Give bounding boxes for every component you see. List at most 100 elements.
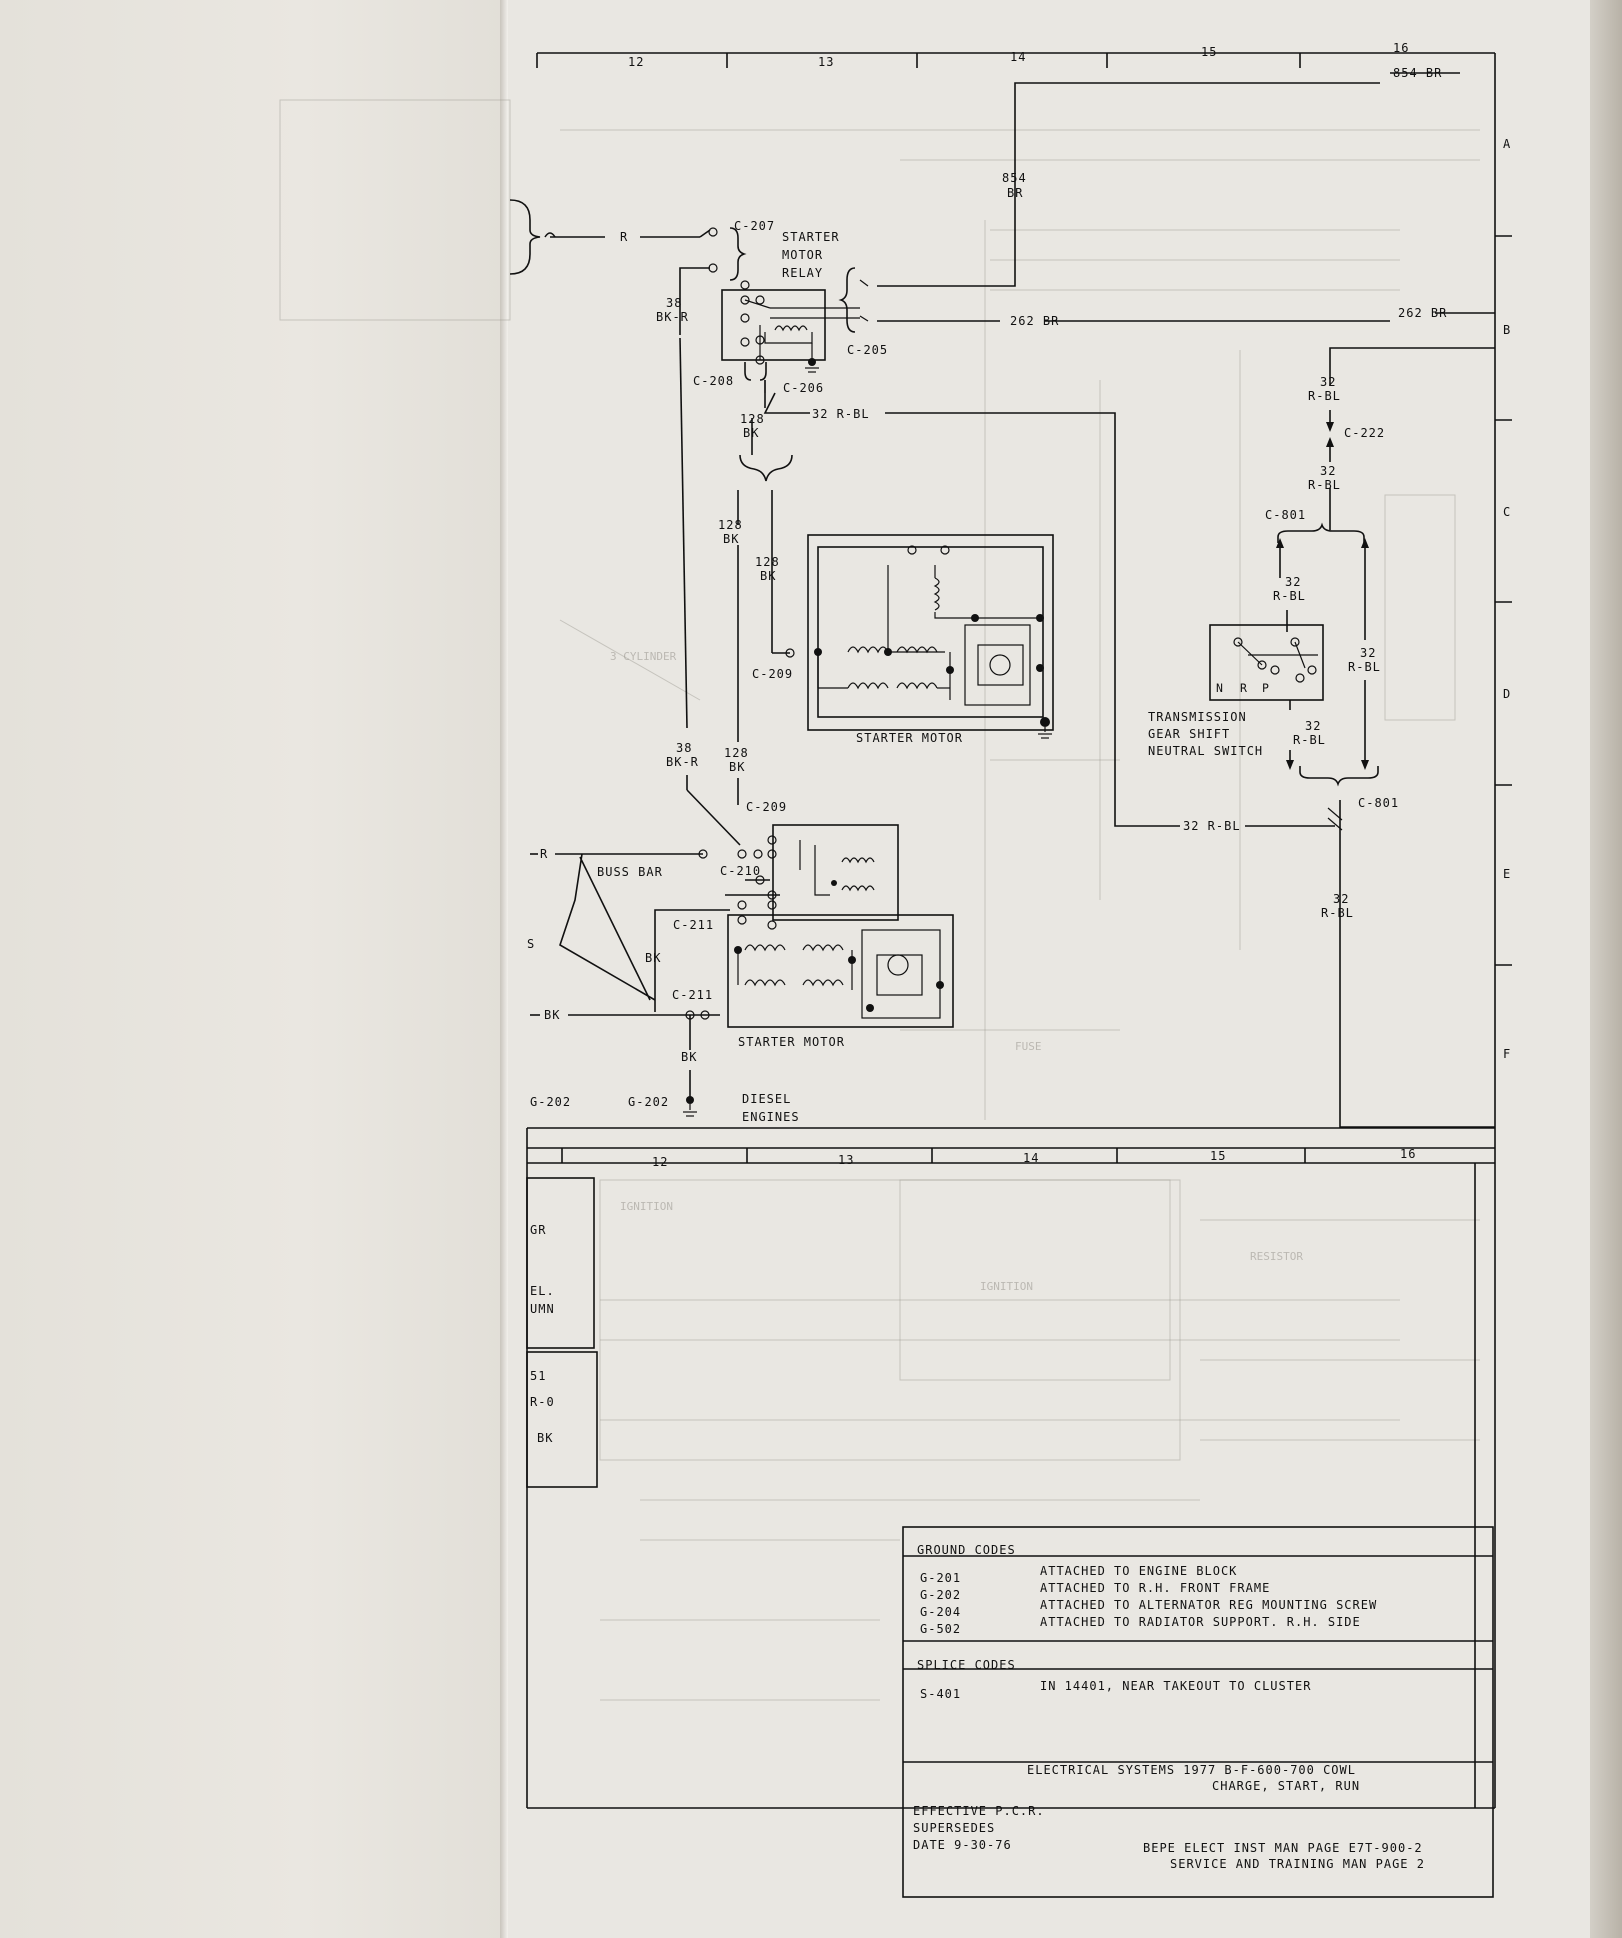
wire-label: BK [729,760,745,774]
svg-text:IGNITION: IGNITION [620,1200,673,1213]
wire-label: BK-R [666,755,699,769]
col-label: 12 [628,55,644,69]
ground-codes-title: GROUND CODES [917,1543,1016,1557]
wire-label: R [540,847,548,861]
legend-box: GROUND CODES G-201 ATTACHED TO ENGINE BL… [902,1526,1494,1898]
fragment-text: 51 [530,1369,546,1383]
wire-label: 128 [718,518,743,532]
switch-label: GEAR SHIFT [1148,727,1230,741]
wire-label: R-BL [1348,660,1381,674]
connector-label: C-209 [746,800,787,814]
wire-label: 32 [1320,464,1336,478]
relay-label: RELAY [782,266,823,280]
diesel-label: DIESEL [742,1092,791,1106]
connector-label: C-222 [1344,426,1385,440]
connector-label: C-206 [783,381,824,395]
connector-label: C-801 [1265,508,1306,522]
wire-label: 32 [1360,646,1376,660]
motor-label: STARTER MOTOR [738,1035,845,1049]
wire-label: 262 BR [1010,314,1059,328]
wire-label: 128 [724,746,749,760]
connector-label: C-801 [1358,796,1399,810]
fragment-text: R-0 [530,1395,555,1409]
connector-label: C-211 [672,988,713,1002]
wire-label: 262 BR [1398,306,1447,320]
connector-label: G-202 [628,1095,669,1109]
splice-desc: IN 14401, NEAR TAKEOUT TO CLUSTER [1040,1679,1311,1693]
connector-label: C-208 [693,374,734,388]
wire-label: R-BL [1308,389,1341,403]
svg-text:FUSE: FUSE [1015,1040,1042,1053]
switch-position: N [1216,681,1224,695]
wire-label: 32 [1305,719,1321,733]
diesel-label: ENGINES [742,1110,800,1124]
row-label: B [1503,323,1511,337]
connector-label: C-207 [734,219,775,233]
wire-label: 38 [666,296,682,310]
relay-label: MOTOR [782,248,823,262]
ground-code: G-202 [920,1588,961,1602]
wire-label: 38 [676,741,692,755]
col-label: 13 [838,1153,854,1167]
bleed-through: IGNITION IGNITION RESISTOR 3 CYLINDER FU… [279,99,1480,1701]
supersedes-label: SUPERSEDES [913,1821,995,1835]
fragment-text: BK [537,1431,553,1445]
border-frame [526,52,1512,1809]
starter-motor-lower [683,824,954,1117]
wire-label: BK [645,951,661,965]
wire-label: R-BL [1308,478,1341,492]
wire-label: BK [760,569,776,583]
wire-labels: 854 BR 854 BR 262 BR 262 BR 32 R-BL 32 R… [540,66,1447,1064]
starter-motor-relay [708,227,869,482]
title-line-1: ELECTRICAL SYSTEMS 1977 B-F-600-700 COWL [1027,1763,1356,1777]
starter-motor-upper [785,534,1054,739]
wire-label: 128 [740,412,765,426]
ground-desc: ATTACHED TO RADIATOR SUPPORT. R.H. SIDE [1040,1615,1361,1629]
switch-label: TRANSMISSION [1148,710,1247,724]
left-fragments: S GR EL. UMN 51 R-0 BK [527,937,555,1445]
row-label: A [1503,137,1511,151]
switch-label: NEUTRAL SWITCH [1148,744,1263,758]
switch-position: R [1240,681,1248,695]
splice-code: S-401 [920,1687,961,1701]
wire-label: BK [681,1050,697,1064]
col-label: 14 [1023,1151,1039,1165]
connector-labels: C-207 C-205 C-206 C-208 C-209 C-209 C-21… [530,219,1399,1109]
row-label: D [1503,687,1511,701]
wire-label: R-BL [1293,733,1326,747]
col-label: 14 [1010,50,1026,64]
date-label: DATE 9-30-76 [913,1838,1012,1852]
col-label: 16 [1393,41,1409,55]
reference-1: BEPE ELECT INST MAN PAGE E7T-900-2 [1143,1841,1423,1855]
fragment-text: GR [530,1223,546,1237]
col-label: 15 [1210,1149,1226,1163]
fragment-text: UMN [530,1302,555,1316]
fragment-text: S [527,937,535,951]
wire-label: R-BL [1321,906,1354,920]
grid-labels: 12 13 14 15 16 12 13 14 15 16 A B C D E … [628,41,1511,1169]
wire-label: 854 BR [1393,66,1442,80]
wiring-diagram-page [505,0,1615,1938]
title-line-2: CHARGE, START, RUN [1212,1779,1360,1793]
ground-code: G-502 [920,1622,961,1636]
page-edge [1590,0,1622,1938]
wire-label: 32 [1285,575,1301,589]
connector-label: G-202 [530,1095,571,1109]
connector-label: C-211 [673,918,714,932]
connector-label: C-205 [847,343,888,357]
splice-codes-title: SPLICE CODES [917,1658,1016,1672]
ground-code: G-204 [920,1605,961,1619]
wire-label: BR [1007,186,1023,200]
left-blank-page [0,0,505,1938]
fragment-text: EL. [530,1284,555,1298]
wires [530,72,1495,1128]
col-label: 13 [818,55,834,69]
transmission-neutral-switch [1209,422,1379,831]
wire-label: BK-R [656,310,689,324]
col-label: 15 [1201,45,1217,59]
connector-label: C-209 [752,667,793,681]
wire-label: BK [723,532,739,546]
component-labels: STARTER MOTOR RELAY STARTER MOTOR STARTE… [597,230,1269,1124]
page-binding [500,0,508,1938]
